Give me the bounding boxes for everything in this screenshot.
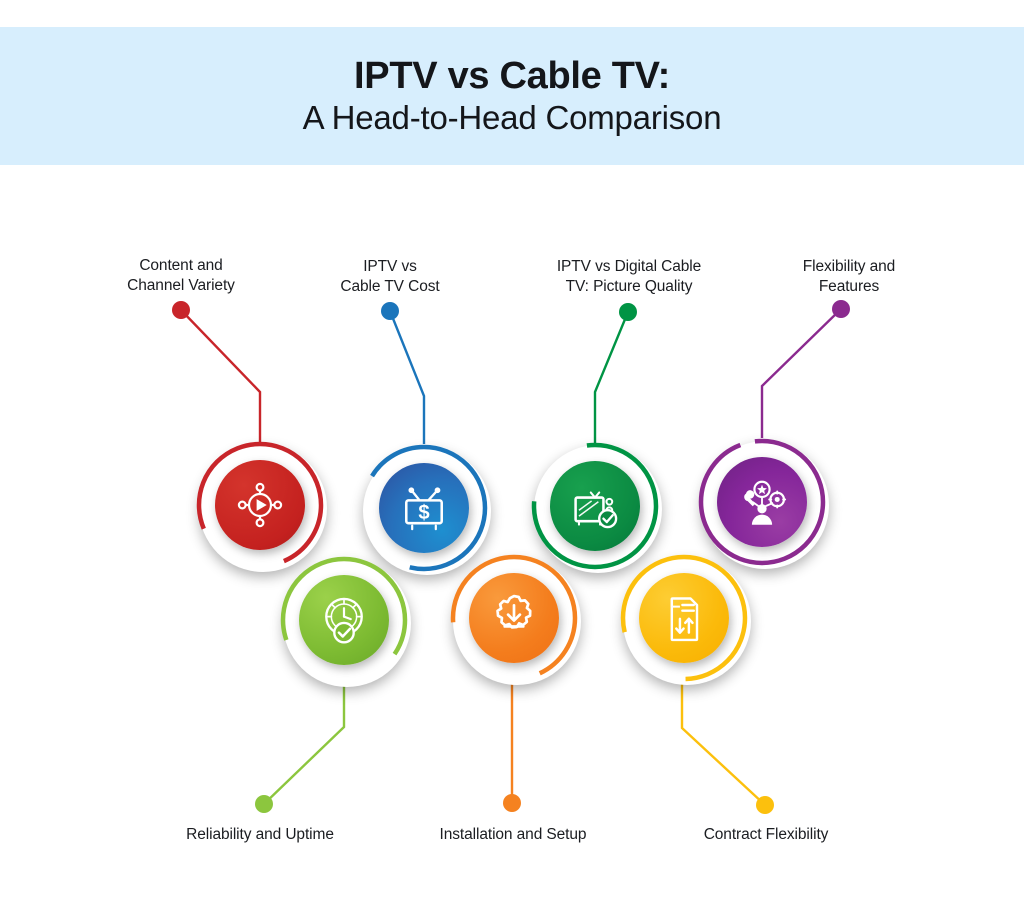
tv-check-quality-icon — [574, 491, 618, 529]
node-ring-arc — [450, 554, 578, 682]
label-flexibility-and-features: Flexibility and Features — [802, 258, 896, 296]
node-ring-arc — [531, 442, 659, 570]
connector-reliability-and-uptime — [255, 686, 346, 813]
label-installation-and-setup: Installation and Setup — [439, 826, 587, 843]
page-title-line1: IPTV vs Cable TV: — [354, 54, 670, 97]
node-installation-and-setup[interactable] — [447, 551, 581, 685]
connector-iptv-vs-cable-tv-cost — [381, 302, 426, 444]
node-iptv-vs-cable-tv-cost[interactable]: $ — [357, 441, 491, 575]
person-skills-gear-star-icon — [744, 480, 787, 525]
connector-picture-quality — [593, 303, 637, 443]
node-ring-arc — [196, 441, 324, 569]
node-disc — [639, 573, 729, 663]
streaming-play-network-icon — [237, 482, 283, 528]
node-content-channel-variety[interactable] — [193, 438, 327, 572]
node-disc — [469, 573, 559, 663]
node-contract-flexibility[interactable] — [617, 551, 751, 685]
node-disc — [717, 457, 807, 547]
label-reliability-and-uptime: Reliability and Uptime — [186, 826, 334, 843]
connector-installation-and-setup — [503, 682, 521, 812]
node-disc — [215, 460, 305, 550]
connector-content-channel-variety — [172, 301, 262, 442]
node-disc — [299, 575, 389, 665]
node-ring-arc — [280, 556, 408, 684]
node-reliability-and-uptime[interactable] — [277, 553, 411, 687]
node-ring-arc — [620, 554, 748, 682]
header-band: IPTV vs Cable TV: A Head-to-Head Compari… — [0, 27, 1024, 165]
node-flexibility-and-features[interactable] — [695, 435, 829, 569]
svg-text:$: $ — [418, 502, 429, 524]
label-content-channel-variety: Content and Channel Variety — [127, 257, 235, 295]
node-ring-arc — [360, 444, 488, 572]
label-contract-flexibility: Contract Flexibility — [703, 826, 829, 843]
document-updown-arrows-icon — [670, 597, 699, 642]
node-ring-arc — [698, 438, 826, 566]
connector-contract-flexibility — [680, 684, 774, 814]
page-title-line2: A Head-to-Head Comparison — [302, 99, 722, 137]
node-disc: $ — [379, 463, 469, 553]
label-picture-quality: IPTV vs Digital Cable TV: Picture Qualit… — [556, 258, 702, 296]
clock-check-icon — [325, 597, 363, 644]
label-iptv-vs-cable-tv-cost: IPTV vs Cable TV Cost — [340, 258, 440, 296]
node-disc — [550, 461, 640, 551]
tv-dollar-icon: $ — [405, 487, 443, 531]
gear-download-icon — [496, 594, 532, 629]
connector-flexibility-and-features — [760, 300, 850, 438]
node-picture-quality[interactable] — [528, 439, 662, 573]
